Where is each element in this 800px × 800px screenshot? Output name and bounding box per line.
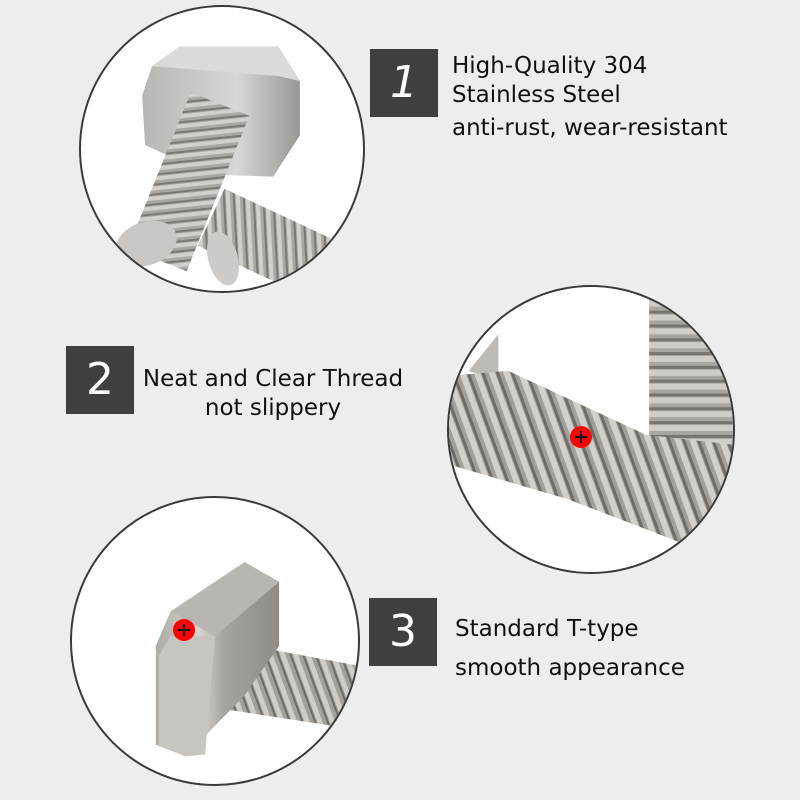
feature-1-title-line-1: High-Quality 304	[452, 53, 648, 79]
red-plus-marker-icon	[173, 619, 195, 641]
feature-1-subtitle: anti-rust, wear-resistant	[452, 115, 728, 141]
feature-3-image	[70, 496, 360, 786]
feature-3-subtitle: smooth appearance	[455, 655, 685, 681]
feature-1-number-badge: 1	[370, 49, 438, 117]
feature-3-caption: Standard T-type smooth appearance	[455, 610, 685, 688]
feature-1-caption: High-Quality 304 Stainless Steel anti-ru…	[452, 52, 728, 143]
threaded-shaft-closeup-icon	[449, 296, 733, 549]
feature-2-subtitle: not slippery	[204, 395, 342, 421]
feature-2-caption: Neat and Clear Thread not slippery	[139, 365, 407, 423]
red-plus-marker-icon	[570, 426, 592, 448]
feature-1-title-line-2: Stainless Steel	[452, 82, 621, 108]
feature-2-number-badge: 2	[66, 346, 134, 414]
feature-1-image	[79, 5, 365, 293]
t-bolt-head-and-thread-icon	[115, 46, 363, 291]
feature-3-number-badge: 3	[369, 598, 437, 666]
t-bolt-head-side-icon	[155, 562, 358, 757]
feature-3-title: Standard T-type	[455, 616, 639, 642]
feature-2-image	[447, 285, 735, 574]
feature-2-title: Neat and Clear Thread	[142, 366, 404, 392]
